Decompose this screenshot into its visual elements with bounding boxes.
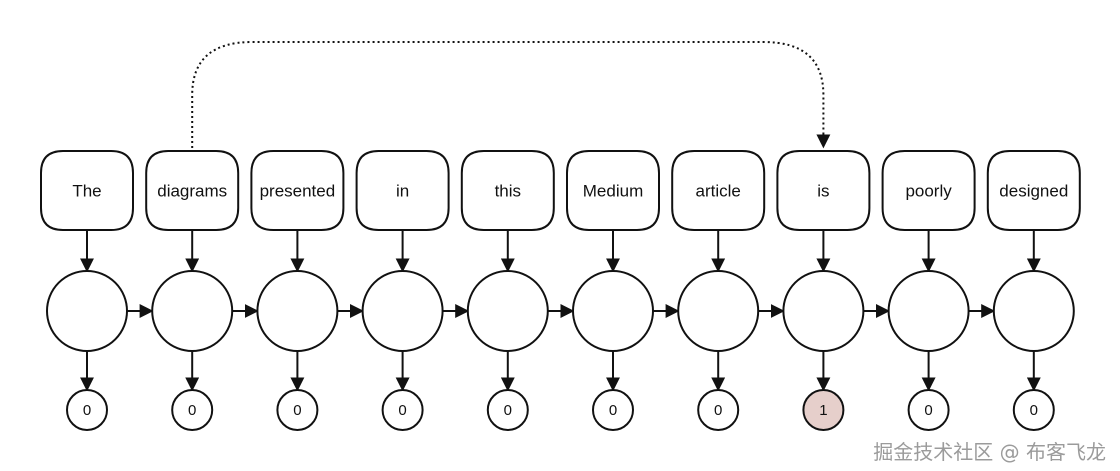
word-node: this [460,150,555,231]
word-box [566,150,660,231]
word-box [986,150,1081,231]
rnn-cell [992,270,1075,352]
word-node: poorly [881,150,976,231]
rnn-cell [46,270,128,352]
word-node: article [671,150,766,231]
output-node: 0 [66,389,108,431]
rnn-cell [887,270,970,352]
word-box [40,150,134,231]
output-circle [907,389,950,431]
dependency-arc [191,41,831,149]
word-node: Medium [566,150,660,231]
output-circle [276,389,319,431]
rnn-cell [572,270,654,352]
output-label: 0 [188,402,196,419]
arrows-layer [80,230,1041,392]
rnn-cell [256,270,339,352]
output-node: 0 [907,389,950,431]
output-label: 0 [714,402,722,419]
word-node: presented [250,150,345,231]
word-box [881,150,976,231]
word-node: in [355,150,450,231]
word-label: poorly [905,182,952,201]
rnn-cell [466,270,549,352]
word-node: The [40,150,134,231]
word-label: article [696,182,741,201]
output-node: 0 [381,389,424,431]
output-circle [381,389,424,431]
word-label: Medium [583,182,643,201]
word-node: diagrams [145,150,240,231]
output-node: 0 [697,389,740,431]
word-label: diagrams [157,182,227,201]
output-node: 0 [486,389,529,431]
output-circle [697,389,740,431]
word-label: designed [999,182,1068,201]
word-label: is [817,182,829,201]
word-node: designed [986,150,1081,231]
output-circle [486,389,529,431]
rnn-cell [151,270,234,352]
rnn-cell [782,270,865,352]
output-node: 0 [592,389,634,431]
rnn-cell [361,270,444,352]
word-box [145,150,240,231]
output-label: 0 [1030,402,1038,419]
output-node: 1 [802,389,845,431]
output-label: 0 [609,402,617,419]
output-circle [592,389,634,431]
output-node: 0 [1012,389,1055,431]
nodes-layer: The 0 diagrams 0 presented 0 in 0 this 0 Medium 0 ar… [40,150,1081,431]
word-label: this [495,182,521,201]
word-box [355,150,450,231]
output-label: 0 [398,402,406,419]
word-label: The [72,182,101,201]
output-circle [1012,389,1055,431]
word-label: in [396,182,409,201]
word-box [671,150,766,231]
output-circle [171,389,214,431]
output-node: 0 [171,389,214,431]
word-box [776,150,871,231]
word-node: is [776,150,871,231]
output-label: 1 [819,402,827,419]
output-node: 0 [276,389,319,431]
output-circle-highlighted [802,389,845,431]
watermark: 掘金技术社区 @ 布客飞龙 [873,440,1106,464]
rnn-cell [677,270,760,352]
output-circle [66,389,108,431]
word-box [460,150,555,231]
word-box [250,150,345,231]
word-label: presented [260,182,336,201]
output-label: 0 [504,402,512,419]
output-label: 0 [83,402,91,419]
output-label: 0 [924,402,932,419]
output-label: 0 [293,402,301,419]
